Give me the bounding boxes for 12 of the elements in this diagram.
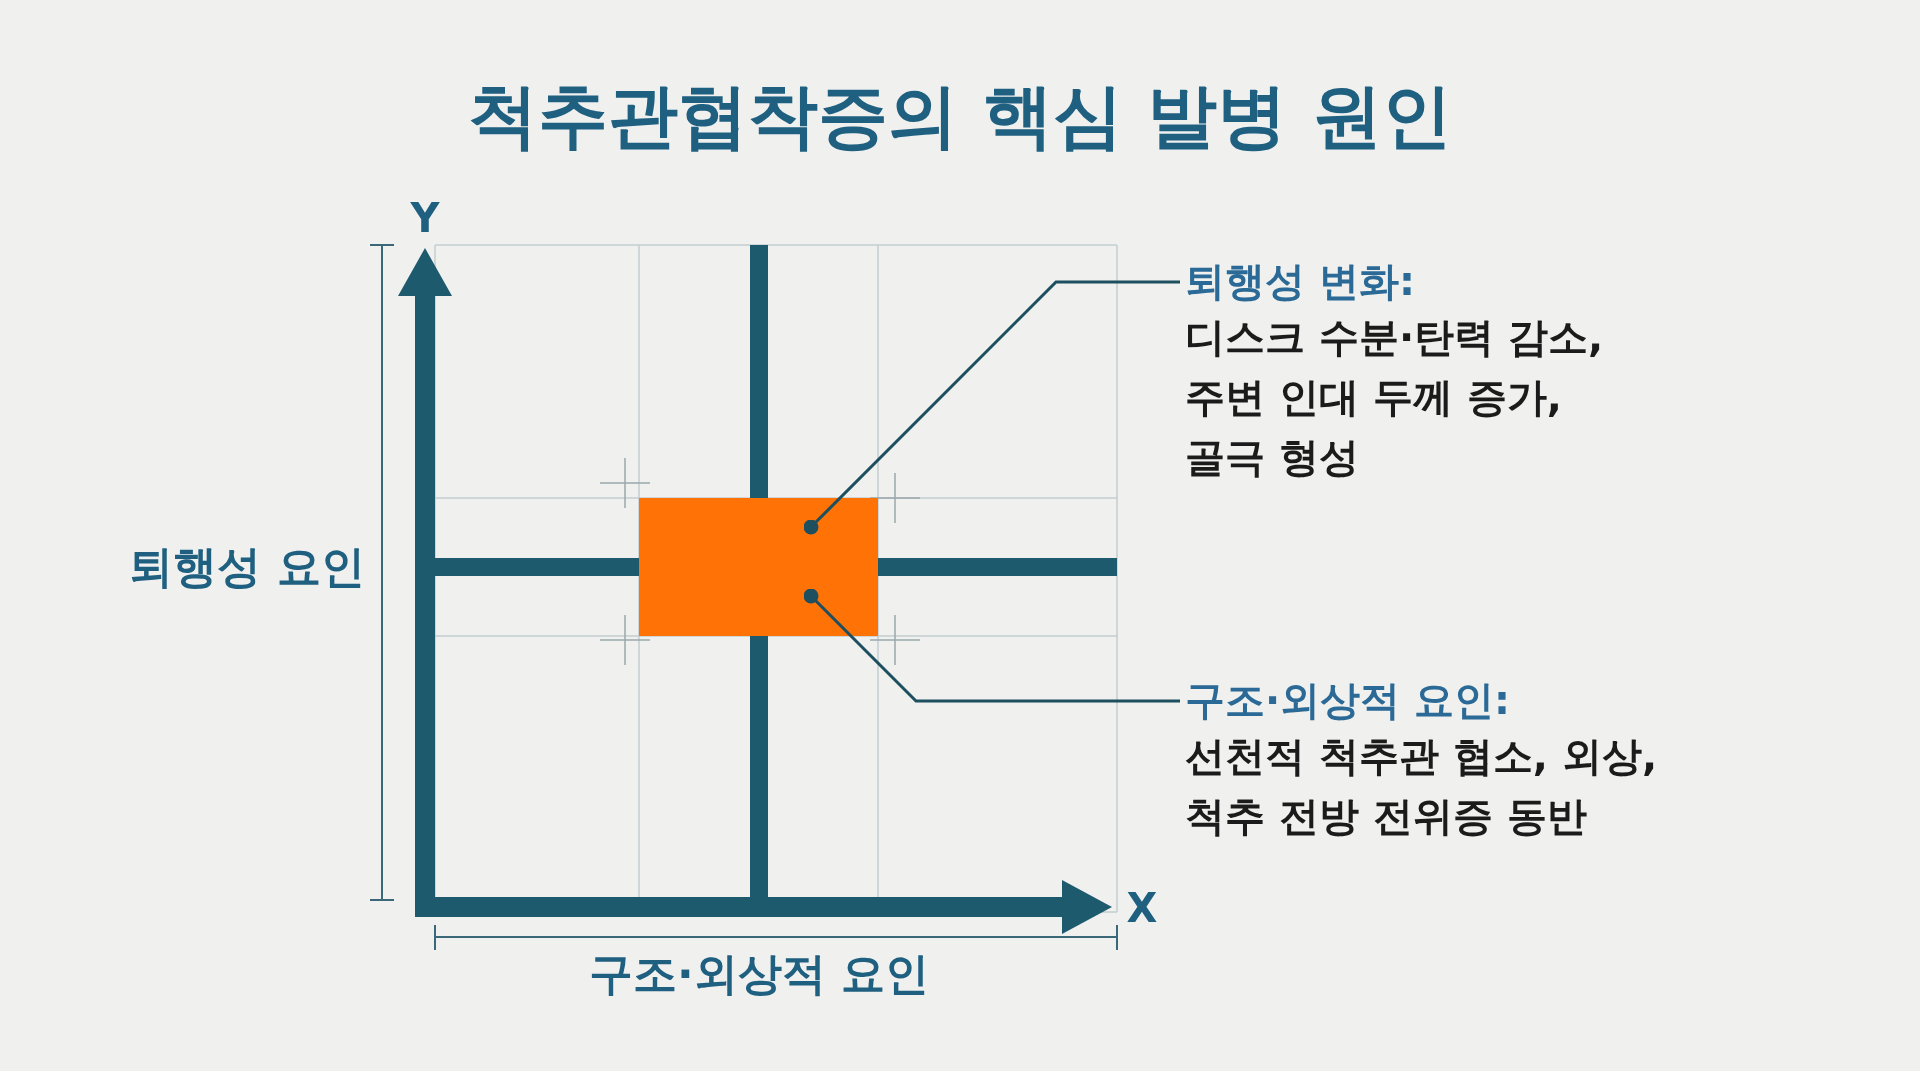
callout-text: 선천적 척추관 협소, 외상, 척추 전방 전위증 동반 xyxy=(1185,732,1659,841)
axis-letter: Y xyxy=(410,195,440,241)
highlight-rect xyxy=(639,498,878,636)
axis-title: 퇴행성 요인 xyxy=(129,539,365,594)
callout-heading: 퇴행성 변화: xyxy=(1185,257,1416,306)
axis-letter: X xyxy=(1126,885,1158,931)
callout-heading: 구조·외상적 요인: xyxy=(1185,676,1512,725)
leader-line xyxy=(803,588,1180,703)
title: 척추관협착증의 핵심 발병 원인 xyxy=(467,74,1453,159)
callout-text: 디스크 수분·탄력 감소, 주변 인대 두께 증가, 골극 형성 xyxy=(1185,313,1605,482)
leader-line xyxy=(803,280,1180,535)
axis-title: 구조·외상적 요인 xyxy=(589,946,929,1001)
